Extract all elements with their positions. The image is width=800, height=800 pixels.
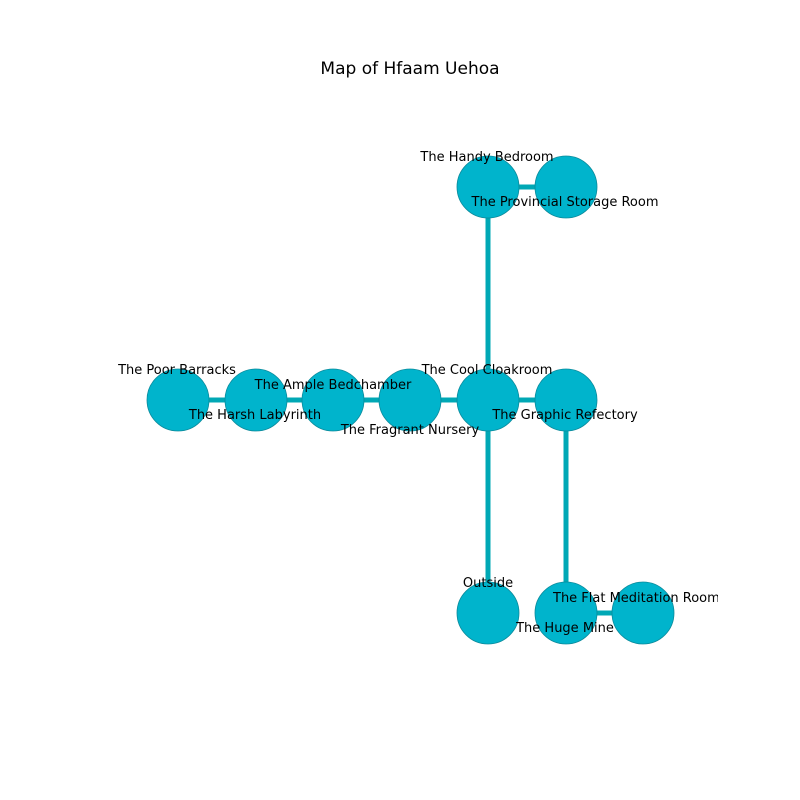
room-label-graphic-refectory: The Graphic Refectory	[491, 408, 638, 423]
rooms-layer	[146, 155, 675, 645]
room-node-flat-meditation-room	[611, 581, 675, 645]
room-label-ample-bedchamber: The Ample Bedchamber	[254, 378, 412, 393]
room-label-cool-cloakroom: The Cool Cloakroom	[421, 363, 553, 378]
room-node-handy-bedroom	[456, 155, 520, 219]
room-node-graphic-refectory	[534, 368, 598, 432]
room-label-huge-mine: The Huge Mine	[515, 621, 614, 636]
map-title: Map of Hfaam Uehoa	[320, 59, 499, 79]
room-node-poor-barracks	[146, 368, 210, 432]
room-node-provincial-storage-room	[534, 155, 598, 219]
room-node-huge-mine	[534, 581, 598, 645]
room-label-flat-meditation-room: The Flat Meditation Room	[552, 591, 720, 606]
room-label-fragrant-nursery: The Fragrant Nursery	[340, 423, 480, 438]
room-node-harsh-labyrinth	[224, 368, 288, 432]
room-node-ample-bedchamber	[301, 368, 365, 432]
room-node-outside	[456, 581, 520, 645]
room-label-harsh-labyrinth: The Harsh Labyrinth	[188, 408, 321, 423]
room-label-provincial-storage-room: The Provincial Storage Room	[471, 195, 659, 210]
room-node-cool-cloakroom	[456, 368, 520, 432]
room-label-outside: Outside	[463, 576, 513, 591]
room-label-handy-bedroom: The Handy Bedroom	[419, 150, 553, 165]
room-node-fragrant-nursery	[378, 368, 442, 432]
room-label-poor-barracks: The Poor Barracks	[117, 363, 236, 378]
